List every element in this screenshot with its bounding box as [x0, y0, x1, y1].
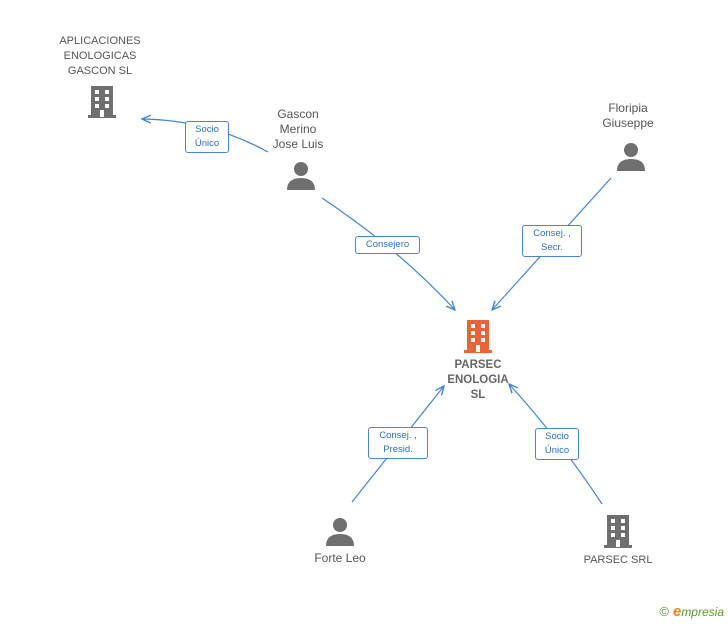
- company-label-parsec-srl[interactable]: PARSEC SRL: [583, 554, 653, 566]
- person-icon[interactable]: [286, 160, 316, 190]
- edge-gascon-to-parsec-enologia: [321, 197, 455, 310]
- company-label-parsec-enologia[interactable]: PARSEC ENOLOGIA SL: [447, 359, 509, 401]
- person-label-forte[interactable]: Forte Leo: [314, 551, 366, 565]
- empresia-logo[interactable]: ©empresia: [659, 603, 724, 620]
- person-label-floripia[interactable]: Floripia Giuseppe: [602, 101, 654, 130]
- relation-consej-presid: Consej. , Presid.: [368, 427, 428, 459]
- copyright-icon: ©: [659, 604, 669, 619]
- person-icon[interactable]: [616, 141, 646, 171]
- building-icon[interactable]: [462, 318, 494, 354]
- building-icon[interactable]: [602, 513, 634, 549]
- relation-socio-unico: Socio Único: [185, 121, 229, 153]
- brand-name: mpresia: [681, 605, 724, 619]
- brand-initial: e: [672, 603, 682, 620]
- relation-consejero: Consejero: [355, 236, 420, 254]
- person-icon[interactable]: [325, 516, 355, 546]
- company-label-aplicaciones[interactable]: APLICACIONES ENOLOGICAS GASCON SL: [59, 35, 141, 77]
- relation-socio-unico-2: Socio Único: [535, 428, 579, 460]
- relation-consej-secr: Consej. , Secr.: [522, 225, 582, 257]
- building-icon[interactable]: [86, 84, 118, 118]
- person-label-gascon[interactable]: Gascon Merino Jose Luis: [272, 107, 324, 151]
